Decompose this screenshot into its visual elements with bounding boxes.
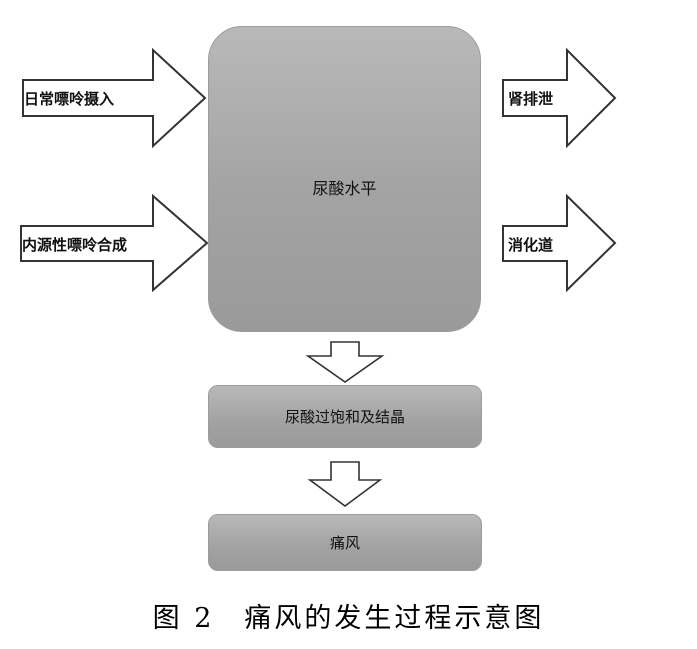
input-arrow-intake (22, 47, 207, 149)
gout-label: 痛风 (329, 534, 360, 552)
output-label-gut: 消化道 (508, 236, 554, 254)
uric-acid-level-box: 尿酸水平 (208, 26, 481, 332)
output-label-kidney: 肾排泄 (508, 90, 554, 108)
saturation-label: 尿酸过饱和及结晶 (284, 408, 405, 426)
input-label-synthesis: 内源性嘌呤合成 (22, 236, 128, 254)
saturation-box: 尿酸过饱和及结晶 (208, 385, 482, 448)
figure-caption: 图 2 痛风的发生过程示意图 (152, 603, 545, 634)
output-arrow-gut (502, 193, 617, 293)
down-arrow-to-saturation (305, 341, 385, 383)
uric-acid-level-label: 尿酸水平 (312, 179, 377, 198)
output-arrow-kidney (502, 47, 617, 149)
input-label-intake: 日常嘌呤摄入 (24, 90, 115, 108)
down-arrow-to-gout (307, 461, 383, 507)
gout-box: 痛风 (208, 514, 482, 571)
input-arrow-synthesis (20, 193, 209, 293)
